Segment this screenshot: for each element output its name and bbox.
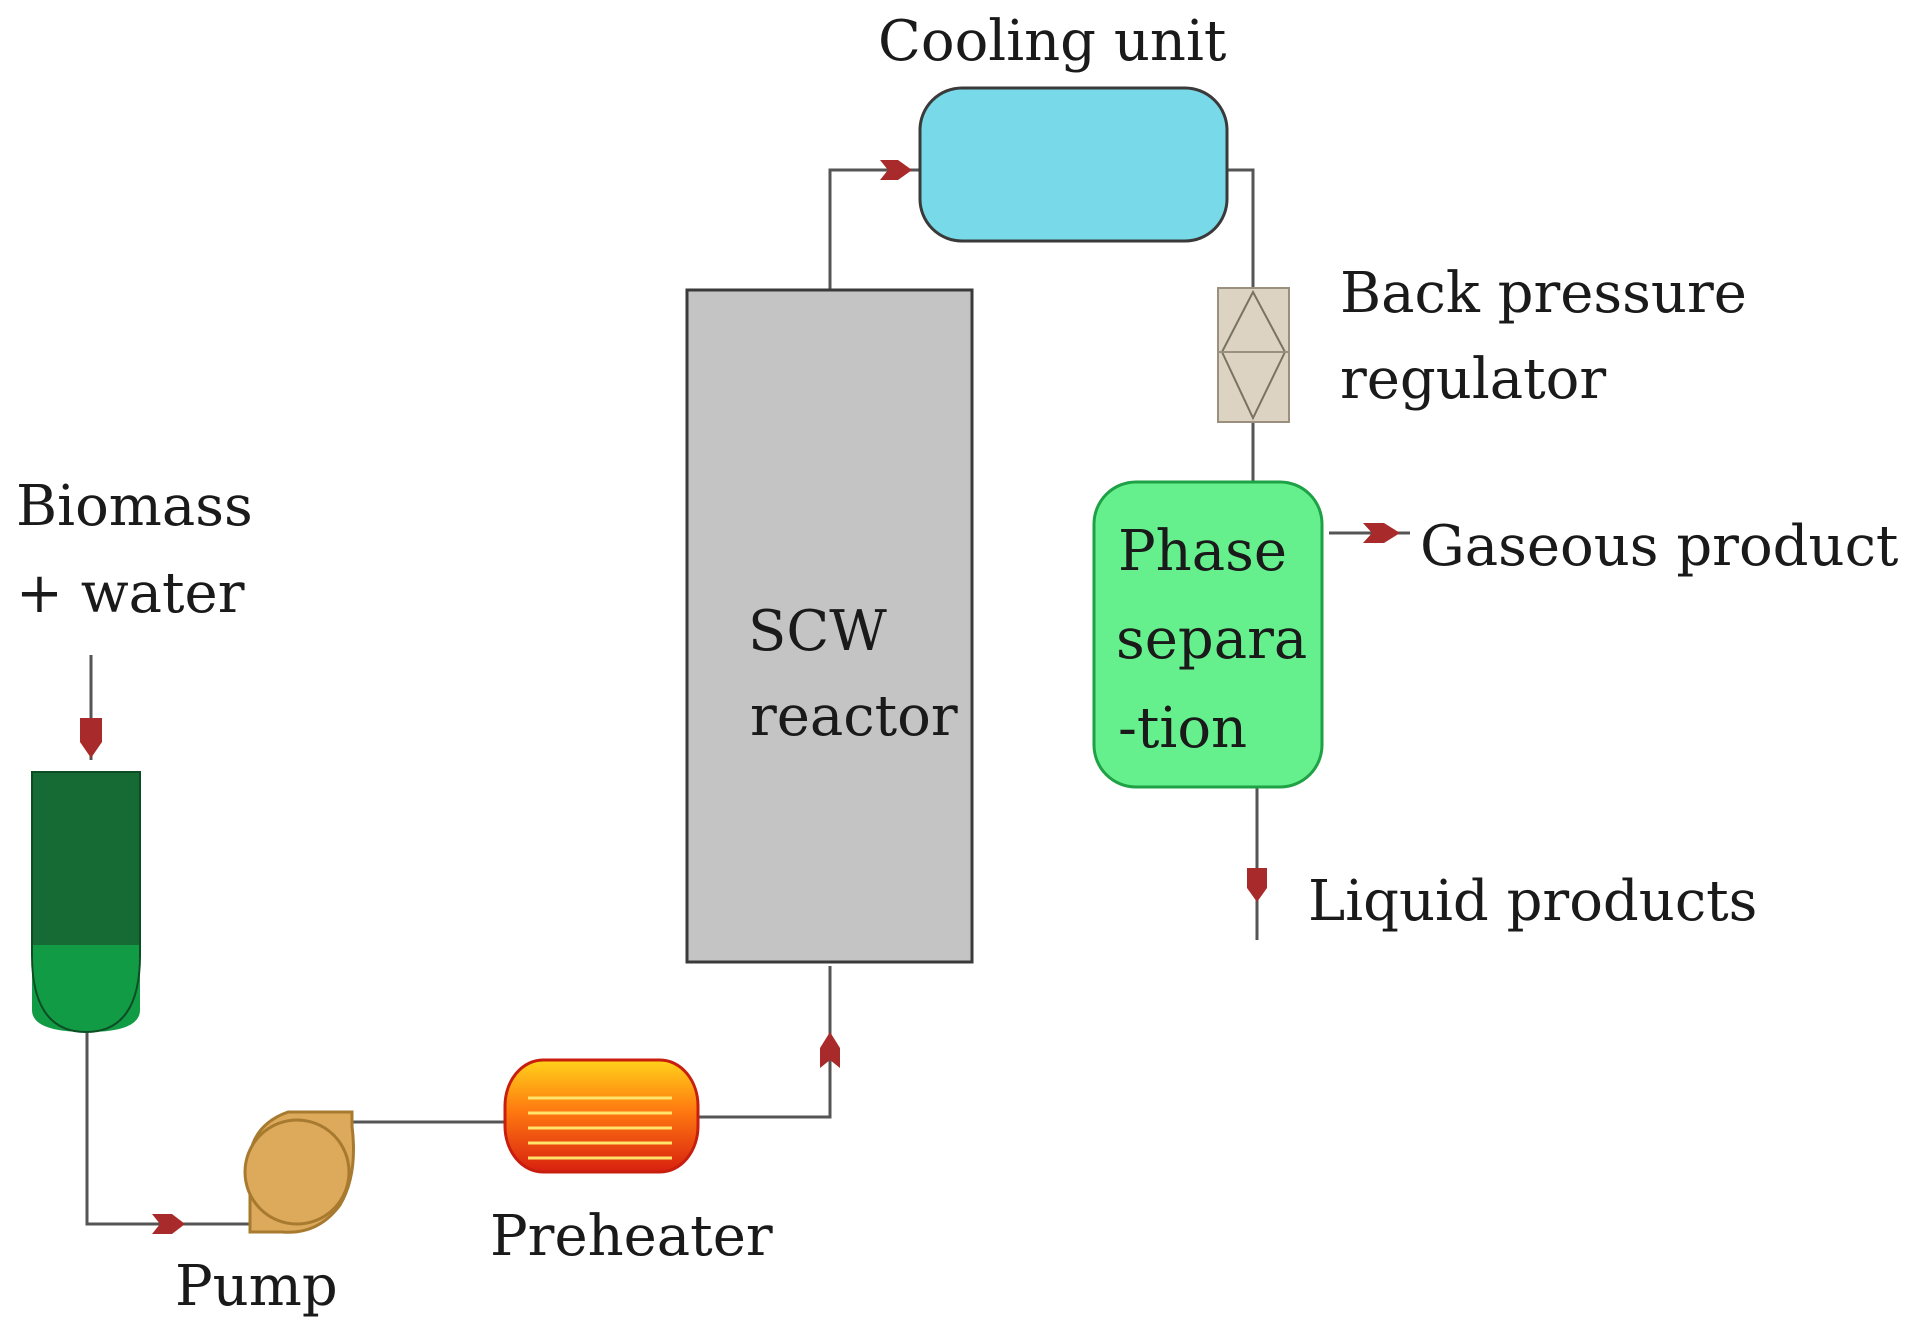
preheater [503, 1058, 700, 1174]
scw-reactor [685, 288, 974, 964]
label-gaseous-product: Gaseous product [1420, 514, 1899, 579]
label-back-pressure-line2: regulator [1340, 347, 1606, 412]
arrow-right-to-pump-icon [152, 1214, 185, 1234]
regulator-valve-lower [1221, 351, 1286, 421]
label-preheater: Preheater [490, 1204, 773, 1269]
label-reactor-line2: reactor [750, 684, 958, 749]
label-liquid-products: Liquid products [1308, 869, 1757, 934]
label-phase-line1: Phase [1118, 519, 1287, 584]
preheater-coils [528, 1096, 672, 1160]
arrow-down-feed-icon [80, 718, 102, 758]
cooling-unit [918, 86, 1229, 243]
arrow-up-to-reactor-icon [820, 1032, 840, 1068]
feed-tank-liquid [33, 945, 139, 1031]
label-biomass-line2: + water [16, 561, 245, 626]
regulator-valve-upper [1221, 289, 1286, 353]
pipes [85, 168, 1410, 1226]
regulator-body [1217, 287, 1290, 423]
arrow-right-to-cooling-icon [880, 160, 912, 180]
label-reactor-line1: SCW [748, 599, 887, 664]
label-phase-line3: -tion [1118, 696, 1247, 761]
feed-tank [31, 771, 141, 1034]
label-pump: Pump [175, 1254, 338, 1319]
flow-arrows [80, 160, 1400, 1234]
pump-impeller-shade [243, 1118, 351, 1226]
label-phase-line2: separa [1116, 607, 1307, 672]
phase-separator [1092, 480, 1324, 789]
pump [243, 1110, 355, 1234]
back-pressure-regulator [1217, 287, 1290, 423]
preheater-body [503, 1058, 700, 1174]
pipe-preheater-to-reactor [698, 966, 832, 1119]
label-cooling-unit: Cooling unit [878, 9, 1227, 74]
arrow-right-gas-icon [1363, 523, 1400, 543]
arrow-down-liquid-icon [1247, 868, 1267, 902]
pipe-tank-to-pump [85, 1030, 250, 1226]
label-back-pressure-line1: Back pressure [1340, 261, 1747, 326]
label-biomass-line1: Biomass [16, 474, 253, 539]
pipe-cooling-to-regulator [1222, 168, 1255, 288]
labels: Cooling unit Back pressure regulator Bio… [16, 9, 1899, 1319]
pipe-reactor-to-cooling [828, 168, 920, 290]
